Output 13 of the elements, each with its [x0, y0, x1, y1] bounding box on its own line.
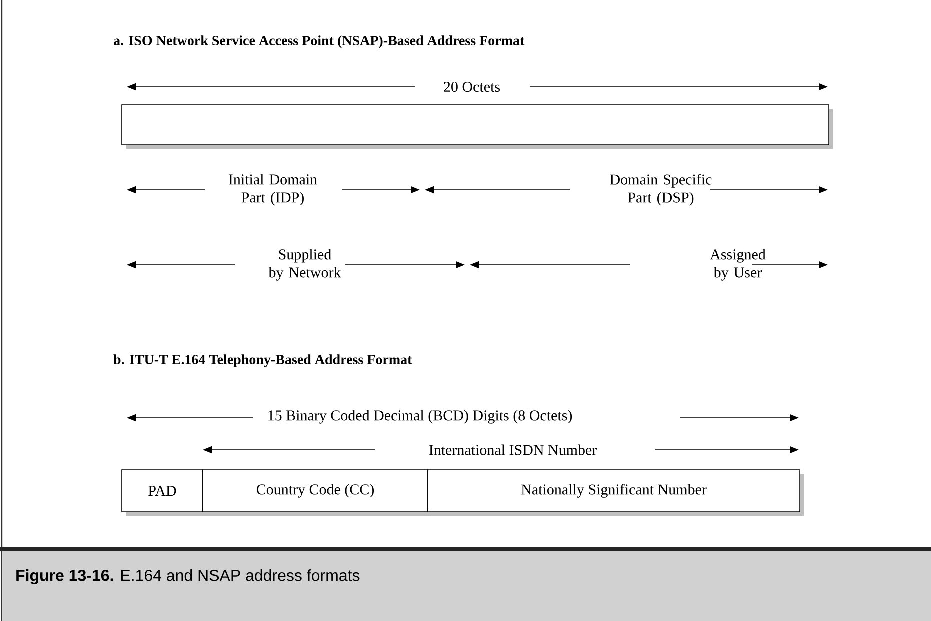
field-bar — [122, 104, 833, 149]
dimension-label: Initial Domain Part (IDP) — [228, 174, 318, 206]
dimension-label: International ISDN Number — [429, 444, 598, 456]
dimension-label: 15 Binary Coded Decimal (BCD) Digits (8 Octets) — [268, 410, 572, 424]
section-heading: b. ITU-T E.164 Telephony-Based Address Format — [114, 354, 412, 368]
dimension-label: Domain Specific Part (DSP) — [610, 174, 712, 206]
field-cell: Nationally Significant Number — [428, 470, 804, 516]
dimension-label: Assigned by User — [710, 249, 766, 281]
dimension-label: Supplied by Network — [268, 249, 342, 281]
figure-caption: Figure 13-16. E.164 and NSAP address formats — [16, 570, 360, 584]
section-heading: a. ISO Network Service Access Point (NSAP)-Based Address Format — [114, 36, 525, 48]
field-cell: Country Code (CC) — [202, 470, 432, 516]
field-cell: PAD — [122, 470, 207, 516]
